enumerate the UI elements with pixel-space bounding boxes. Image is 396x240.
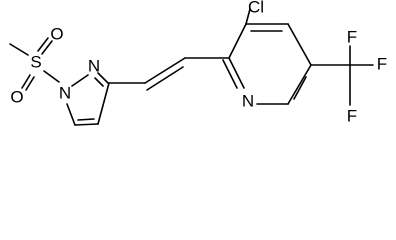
pyrazole-n2-label: N [88,56,100,75]
bond-sulfur-oxygen-2 [21,74,31,89]
bond-vinyl-double-second [146,66,184,91]
bond-pyrazole-c5-n1 [66,103,76,126]
bond-pyrazole-c4-c5 [74,123,99,126]
bond-pyrazole-c4-c5-second [77,118,95,121]
bond-pyridine-chlorine [245,8,251,25]
fluorine-label-top: F [347,27,357,46]
oxygen-label-bottom: O [10,87,23,106]
bond-pyrazole-n1-n2 [71,74,89,87]
bond-pyridine-c2-n1 [228,57,245,89]
atom-labels: O S O N N N Cl F F F [10,0,387,125]
bond-pyrazole-n2-c3-second [94,77,104,87]
bond-pyrazole-n2-c3 [97,72,109,84]
sulfur-label: S [30,52,41,71]
bond-sulfur-oxygen-1 [41,40,53,55]
bond-pyridine-c6-c5-second [293,76,307,100]
fluorine-label-bottom: F [347,106,357,125]
oxygen-label-top: O [50,24,63,43]
bond-pyridine-c5-c4 [287,23,312,66]
bond-sulfur-pyrazole-n1 [43,70,60,83]
bond-pyridine-c2-n1-second [222,59,238,89]
bond-sulfur-oxygen-1-second [37,37,49,52]
bond-methyl-sulfur [9,43,29,56]
bond-sulfur-oxygen-2-second [25,76,35,91]
chemical-structure-diagram: O S O N N N Cl F F F [9,0,387,126]
pyrazole-n1-label: N [59,83,71,102]
bond-layer [9,8,374,126]
bond-pyridine-c3-c2 [228,23,247,59]
fluorine-label-right: F [377,54,387,73]
pyridine-nitrogen-label: N [242,91,254,110]
bond-vinyl-double [144,57,186,84]
chlorine-label: Cl [248,0,264,16]
bond-pyridine-c6-c5 [287,64,312,105]
bond-pyrazole-c3-c4 [97,82,110,125]
